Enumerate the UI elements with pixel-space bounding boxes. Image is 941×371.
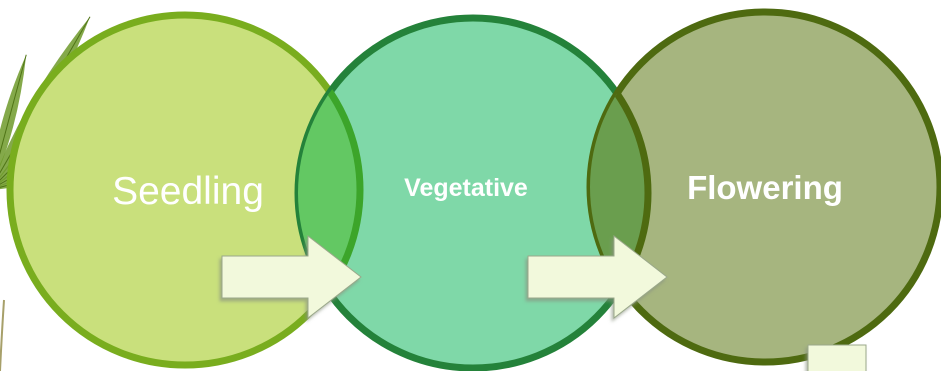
corner-tab-shape [808,345,866,371]
stage-label-seedling: Seedling [112,170,264,213]
plant-stem [0,300,4,371]
stage-label-flowering: Flowering [687,169,843,206]
stage-label-vegetative: Vegetative [404,174,528,202]
